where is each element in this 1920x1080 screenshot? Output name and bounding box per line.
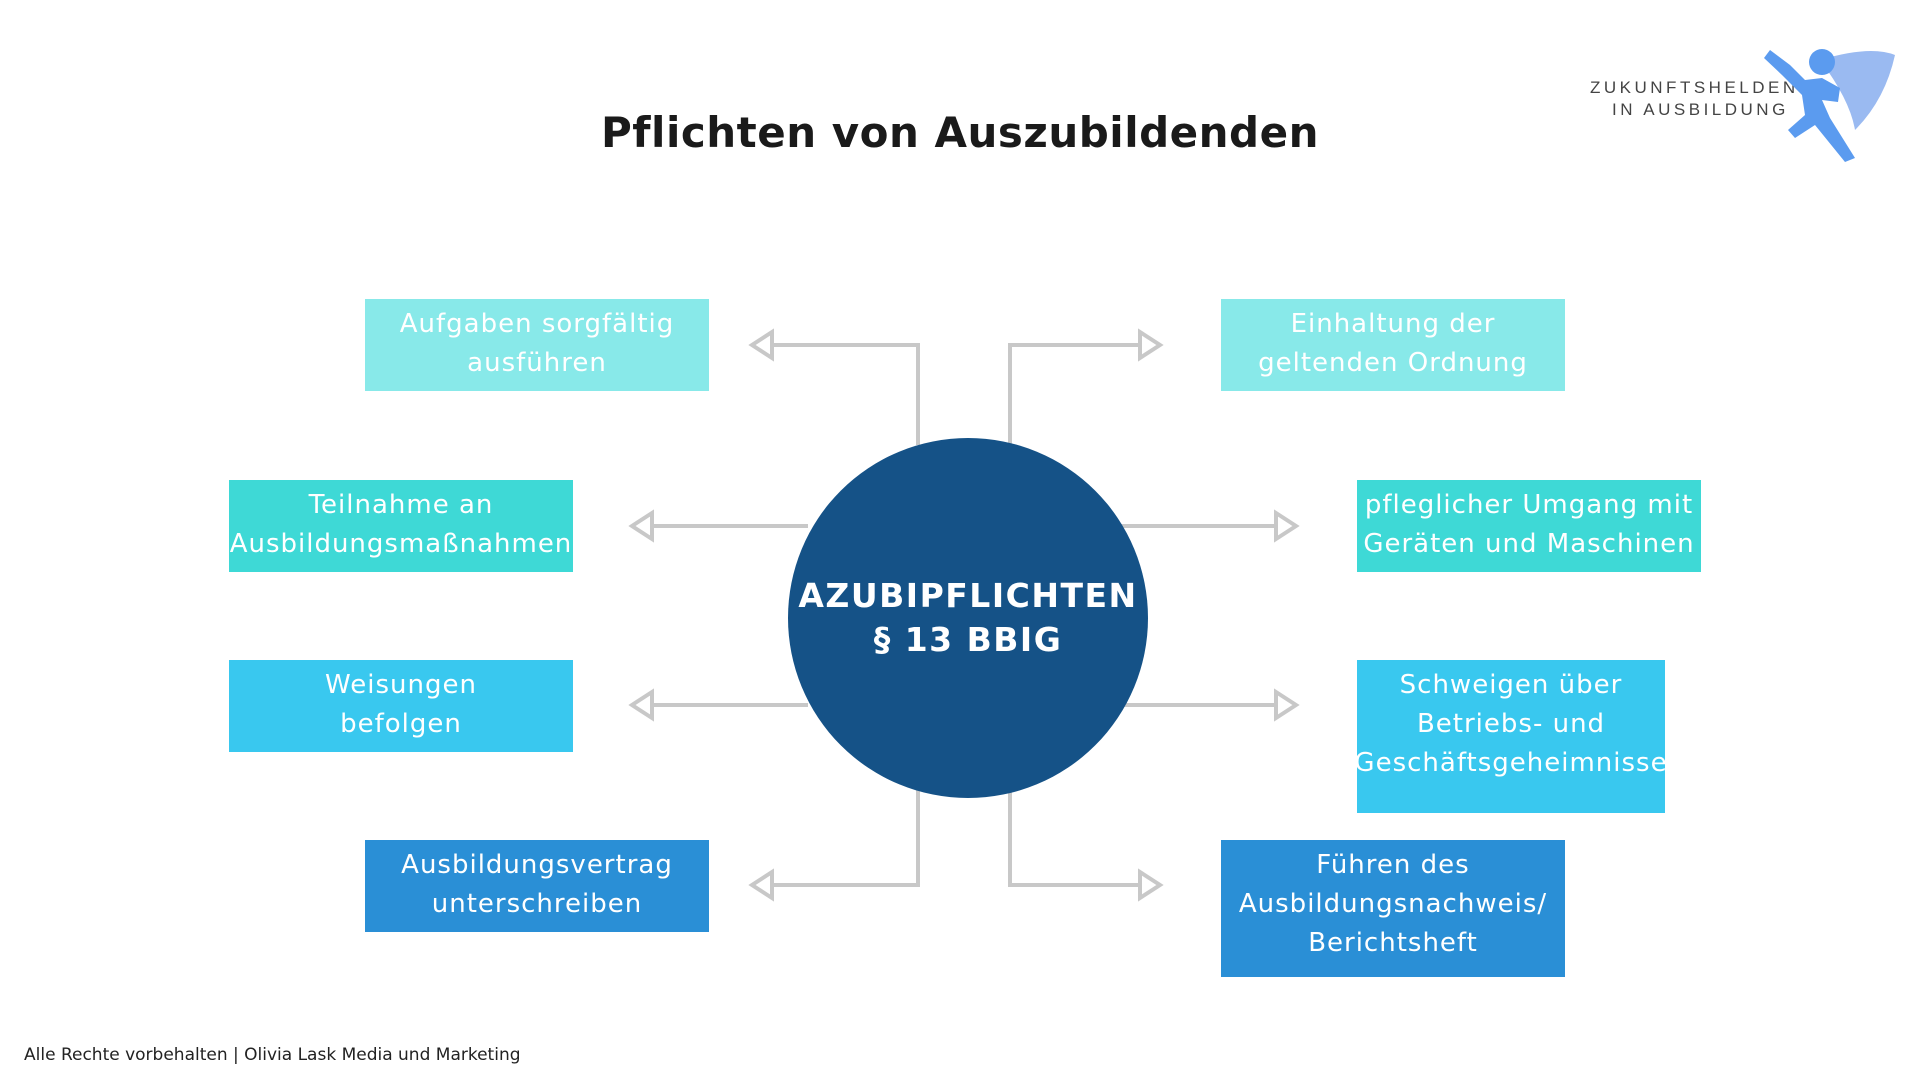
arrowhead-bottom-right	[1138, 868, 1164, 902]
duty-text-line: pfleglicher Umgang mit	[1364, 490, 1694, 520]
arrowhead-lower-right	[1274, 688, 1300, 722]
logo-text-line1: ZUKUNFTSHELDEN	[1590, 78, 1799, 97]
duty-box-tasks: Aufgaben sorgfältig ausführen	[365, 299, 709, 391]
duty-box-equipment: pfleglicher Umgang mit Geräten und Masch…	[1357, 480, 1701, 572]
duty-text-line: Ausbildungsnachweis/	[1238, 889, 1548, 919]
logo: ZUKUNFTSHELDEN IN AUSBILDUNG	[1570, 40, 1900, 170]
arrowhead-lower-left	[628, 688, 654, 722]
duty-box-contract: Ausbildungsvertrag unterschreiben	[365, 840, 709, 932]
duty-text-line: Geräten und Maschinen	[1363, 529, 1695, 559]
arrowhead-upper-left	[628, 509, 654, 543]
duty-box-instructions: Weisungen befolgen	[229, 660, 573, 752]
duty-box-report-book: Führen des Ausbildungsnachweis/ Berichts…	[1221, 840, 1565, 977]
duty-text-line: ausführen	[467, 348, 607, 378]
footer-copyright: Alle Rechte vorbehalten | Olivia Lask Me…	[24, 1045, 521, 1065]
duty-text-line: Berichtsheft	[1308, 928, 1478, 958]
duty-text-line: geltenden Ordnung	[1258, 348, 1528, 378]
page-title: Pflichten von Auszubildenden	[601, 108, 1319, 157]
duty-text-line: Teilnahme an	[308, 490, 494, 520]
connector-bottom-right	[1008, 790, 1140, 887]
duty-text-line: Weisungen	[325, 670, 477, 700]
arrowhead-top-left	[748, 328, 774, 362]
center-node: AZUBIPFLICHTEN § 13 BBIG	[788, 438, 1148, 798]
duty-box-training-measures: Teilnahme an Ausbildungsmaßnahmen	[229, 480, 573, 572]
connector-bottom-left	[772, 790, 920, 887]
duty-text-line: unterschreiben	[431, 889, 643, 919]
center-subtitle: § 13 BBIG	[873, 620, 1063, 659]
duty-text-line: Einhaltung der	[1290, 309, 1496, 339]
duty-text-line: Führen des	[1316, 850, 1470, 880]
arrowhead-upper-right	[1274, 509, 1300, 543]
connector-top-right	[1008, 343, 1140, 445]
duty-text-line: befolgen	[340, 709, 462, 739]
connector-top-left	[772, 343, 920, 445]
duty-text-line: Betriebs- und	[1416, 709, 1606, 739]
logo-text-line2: IN AUSBILDUNG	[1612, 100, 1789, 119]
superhero-icon	[1764, 49, 1895, 162]
center-title: AZUBIPFLICHTEN	[798, 576, 1138, 615]
duty-text-line: Ausbildungsmaßnahmen	[229, 529, 573, 559]
arrowhead-bottom-left	[748, 868, 774, 902]
duty-box-confidentiality: Schweigen über Betriebs- und Geschäftsge…	[1354, 660, 1668, 813]
duty-text-line: Aufgaben sorgfältig	[399, 309, 675, 339]
duty-text-line: Schweigen über	[1399, 670, 1623, 700]
duty-text-line: Geschäftsgeheimnisse	[1354, 748, 1668, 778]
duty-text-line: Ausbildungsvertrag	[401, 850, 673, 880]
arrowhead-top-right	[1138, 328, 1164, 362]
duty-box-rules: Einhaltung der geltenden Ordnung	[1221, 299, 1565, 391]
